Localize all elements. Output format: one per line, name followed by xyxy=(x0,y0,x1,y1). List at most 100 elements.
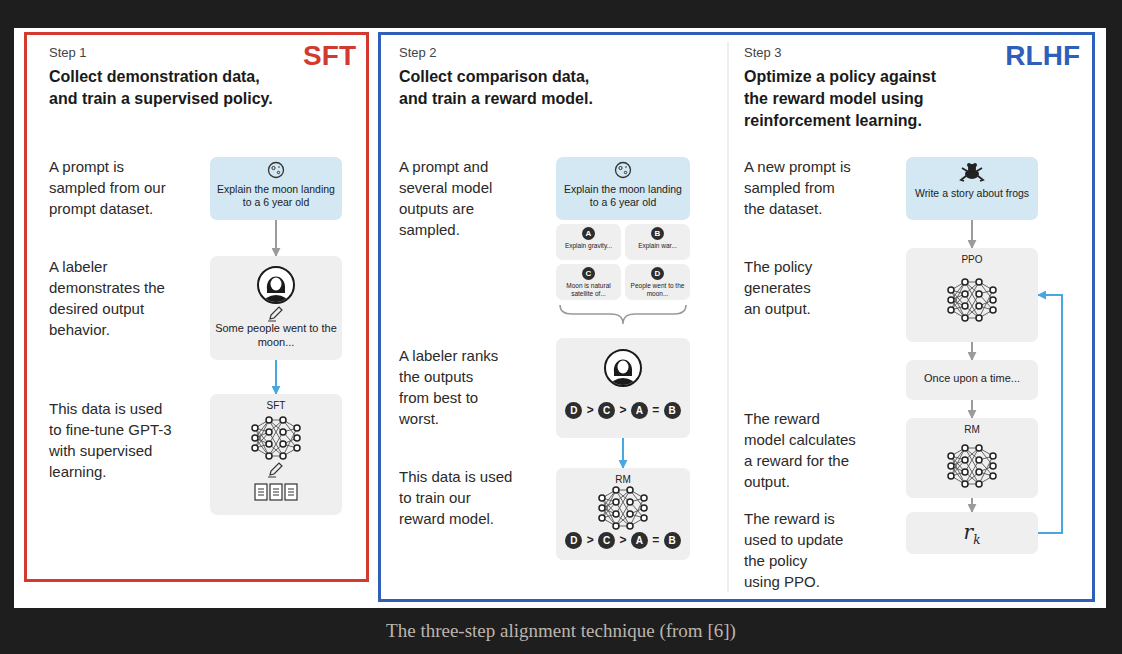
step-description: A prompt is sampled from our prompt data… xyxy=(49,156,174,219)
step-description: A labeler demonstrates the desired outpu… xyxy=(49,256,174,340)
text-slot: The policy generates an output. xyxy=(744,256,824,319)
output-card: C Moon is natural satellite of... xyxy=(556,264,621,300)
text-slot: This data is used to train our reward mo… xyxy=(399,466,515,529)
step-heading: Collect comparison data, and train a rew… xyxy=(399,66,614,110)
text-slot: The reward is used to update the policy … xyxy=(744,508,845,592)
step-description: A prompt and several model outputs are s… xyxy=(399,156,527,240)
prompt-box: Explain the moon landing to a 6 year old xyxy=(210,157,342,220)
text-slot: Step 2 xyxy=(399,44,519,62)
flow-arrow xyxy=(275,220,277,256)
output-letter: A xyxy=(582,227,595,240)
model-box: SFT xyxy=(210,394,342,515)
pencil-icon xyxy=(268,463,282,477)
rank-letter: C xyxy=(598,402,615,419)
labeler-icon xyxy=(605,350,641,396)
text-slot: A prompt and several model outputs are s… xyxy=(399,156,527,240)
flow-arrow xyxy=(971,220,973,248)
network-icon xyxy=(948,445,996,487)
text-slot: A new prompt is sampled from the dataset… xyxy=(744,156,851,219)
step-label: Step 2 xyxy=(399,44,519,62)
subscript: k xyxy=(973,533,980,547)
stage-frame: Step 2 Collect comparison data, and train… xyxy=(378,32,1095,602)
model-box: RMD > C > A = B xyxy=(556,468,690,560)
output-letter: B xyxy=(651,227,664,240)
flow-arrow xyxy=(971,400,973,418)
text-slot: Collect demonstration data, and train a … xyxy=(49,66,289,110)
figure-caption: The three-step alignment technique (from… xyxy=(0,620,1122,642)
output-card: D People went to the moon... xyxy=(625,264,690,300)
prompt-box: Write a story about frogs xyxy=(906,157,1038,220)
stage-tag: SFT xyxy=(246,37,356,75)
flow-arrow xyxy=(622,438,624,468)
flow-arrow xyxy=(1038,295,1062,533)
prompt-box: Explain the moon landing to a 6 year old xyxy=(556,157,690,220)
step-heading: Optimize a policy against the reward mod… xyxy=(744,66,949,132)
step-label: Step 1 xyxy=(49,44,169,62)
output-card: B Explain war... xyxy=(625,224,690,260)
process-box: Some people went to the moon... xyxy=(210,256,342,360)
step-description: The reward model calculates a reward for… xyxy=(744,408,864,492)
step-description: The reward is used to update the policy … xyxy=(744,508,845,592)
box-text: Some people went to the moon... xyxy=(214,322,338,350)
text-slot: The reward model calculates a reward for… xyxy=(744,408,864,492)
step-heading: Collect demonstration data, and train a … xyxy=(49,66,289,110)
moon-icon xyxy=(269,163,284,178)
rank-letter: B xyxy=(664,532,681,549)
text-slot: A prompt is sampled from our prompt data… xyxy=(49,156,174,219)
ranking: D > C > A = B xyxy=(564,402,681,419)
network-icon xyxy=(252,417,300,459)
document-icon xyxy=(270,484,282,500)
model-label: RM xyxy=(560,474,686,487)
process-box: Once upon a time... xyxy=(906,360,1038,400)
text-slot: The three-step alignment technique (from… xyxy=(0,620,1122,642)
box-text: Explain the moon landing to a 6 year old xyxy=(214,183,338,209)
rank-letter: D xyxy=(565,402,582,419)
text-slot: A labeler demonstrates the desired outpu… xyxy=(49,256,174,340)
text-slot: SFT xyxy=(246,37,356,75)
text-slot: Collect comparison data, and train a rew… xyxy=(399,66,614,110)
box-text: People went to the moon... xyxy=(629,282,686,298)
box-text: Write a story about frogs xyxy=(910,187,1034,200)
document-icon xyxy=(255,484,267,500)
frog-icon xyxy=(961,163,983,181)
network-icon xyxy=(599,487,647,529)
reward-symbol: rk xyxy=(964,520,981,552)
step-label: Step 3 xyxy=(744,44,864,62)
moon-icon xyxy=(616,163,631,178)
output-letter: D xyxy=(651,267,664,280)
text-slot: Optimize a policy against the reward mod… xyxy=(744,66,949,132)
model-box: RM xyxy=(906,418,1038,498)
flow-arrow xyxy=(275,360,277,394)
step-description: This data is used to fine-tune GPT-3 wit… xyxy=(49,398,177,482)
rank-letter: D xyxy=(565,532,582,549)
labeler-icon xyxy=(258,267,294,313)
model-label: SFT xyxy=(214,400,338,413)
box-text: Explain war... xyxy=(629,242,686,250)
stage-frame: Step 1SFTCollect demonstration data, and… xyxy=(24,32,369,582)
text-slot: RLHF xyxy=(970,37,1080,75)
pencil-icon xyxy=(268,307,282,321)
merge-bracket xyxy=(560,305,686,324)
column-divider xyxy=(728,42,729,592)
box-text: Once upon a time... xyxy=(910,372,1034,386)
box-text: Explain gravity... xyxy=(560,242,617,250)
output-letter: C xyxy=(582,267,595,280)
model-box: PPO xyxy=(906,248,1038,342)
box-text: Explain the moon landing to a 6 year old xyxy=(560,183,686,209)
stage-tag: RLHF xyxy=(970,37,1080,75)
text-slot: Step 1 xyxy=(49,44,169,62)
flow-arrow xyxy=(971,342,973,360)
text-slot: A labeler ranks the outputs from best to… xyxy=(399,345,504,429)
rank-letter: C xyxy=(598,532,615,549)
flow-arrow xyxy=(971,498,973,512)
network-icon xyxy=(948,279,996,321)
reward-box: rk xyxy=(906,512,1038,554)
output-card: A Explain gravity... xyxy=(556,224,621,260)
text-slot: Step 3 xyxy=(744,44,864,62)
rank-letter: B xyxy=(664,402,681,419)
box-text: Moon is natural satellite of... xyxy=(560,282,617,298)
rank-letter: A xyxy=(631,532,648,549)
process-box: D > C > A = B xyxy=(556,338,690,438)
rank-letter: A xyxy=(631,402,648,419)
